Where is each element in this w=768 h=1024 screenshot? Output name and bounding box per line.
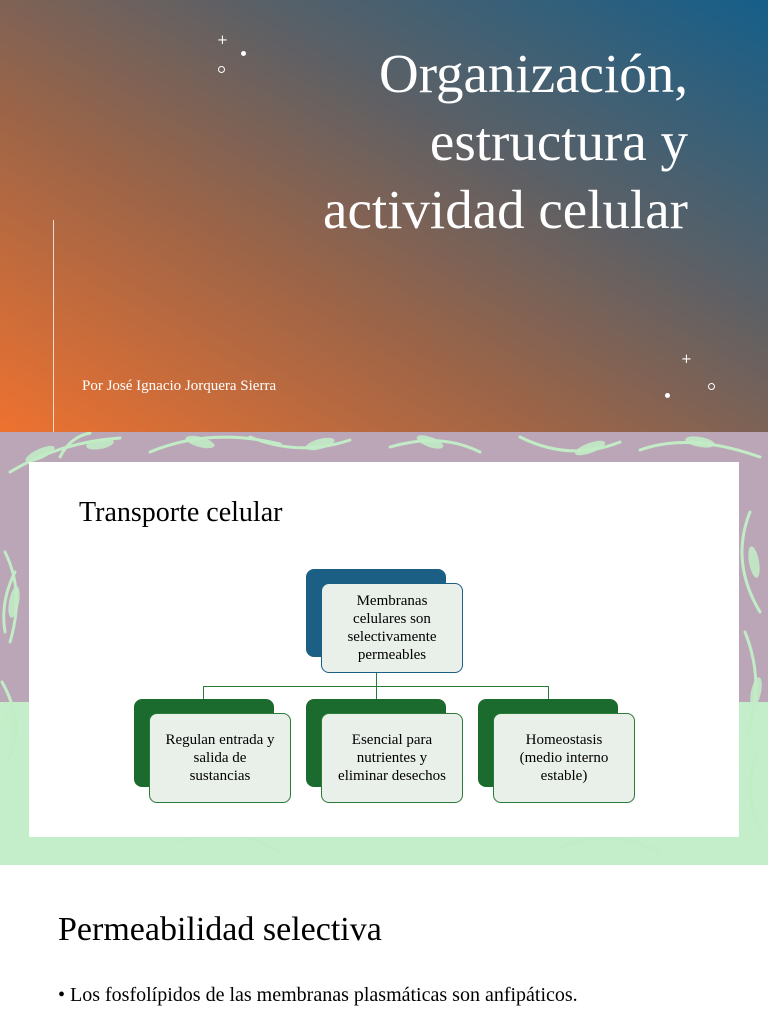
ring-sparkle-icon [218, 66, 225, 73]
title-slide: + Organización, estructura y actividad c… [0, 0, 768, 432]
bullet-item: • Los fosfolípidos de las membranas plas… [58, 984, 578, 1007]
child-node-homeostasis: Homeostasis (medio interno estable) [493, 713, 635, 803]
bullet-marker: • [58, 984, 66, 1006]
bullet-text: Los fosfolípidos de las membranas plasmá… [70, 984, 578, 1006]
dot-sparkle-icon [241, 51, 246, 56]
connector-line [548, 686, 549, 699]
connector-line [376, 673, 377, 686]
slide-title: Transporte celular [79, 497, 283, 528]
permeability-slide: Permeabilidad selectiva • Los fosfolípid… [0, 865, 768, 1024]
connector-line [203, 686, 204, 699]
content-card: Transporte celular Membranas celulares s… [29, 462, 739, 837]
author-line: Por José Ignacio Jorquera Sierra [82, 378, 277, 394]
slide-title: Permeabilidad selectiva [58, 911, 382, 948]
connector-line [376, 686, 377, 699]
root-node: Membranas celulares son selectivamente p… [321, 583, 463, 673]
plus-sparkle-icon: + [681, 352, 692, 367]
dot-sparkle-icon [665, 393, 670, 398]
transport-slide: Transporte celular Membranas celulares s… [0, 432, 768, 865]
child-node-regulation: Regulan entrada y salida de sustancias [149, 713, 291, 803]
plus-sparkle-icon: + [217, 33, 228, 48]
child-node-nutrients: Esencial para nutrientes y eliminar dese… [321, 713, 463, 803]
leaf-pattern-background [0, 432, 764, 854]
vertical-divider [53, 220, 54, 432]
ring-sparkle-icon [708, 383, 715, 390]
presentation-title: Organización, estructura y actividad cel… [323, 43, 688, 240]
